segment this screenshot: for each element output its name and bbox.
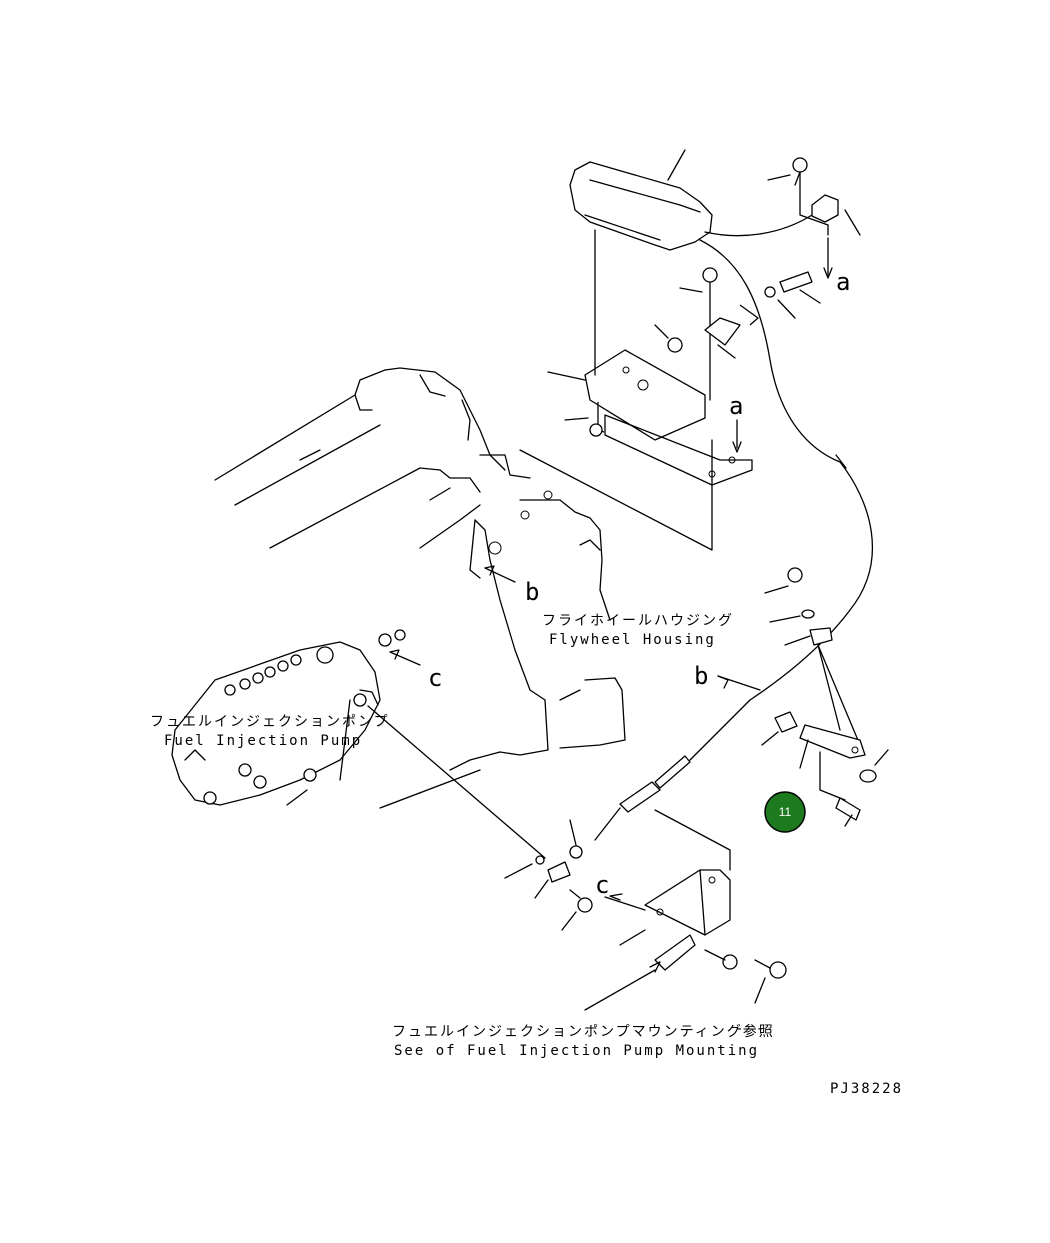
ref-letter-c-pump: c bbox=[428, 664, 442, 692]
drawing-code: PJ38228 bbox=[830, 1081, 903, 1097]
ref-letter-b-housing: b bbox=[525, 578, 539, 606]
hotspot-number: 11 bbox=[779, 805, 792, 819]
see-mounting-label-jp: フュエルインジェクションポンプマウンティング参照 bbox=[392, 1023, 775, 1040]
flywheel-housing-label-en: Flywheel Housing bbox=[549, 632, 716, 648]
engine-block-outline bbox=[214, 367, 626, 809]
fuel-injection-pump-drawing bbox=[171, 629, 406, 806]
ref-letter-a-top: a bbox=[836, 268, 850, 296]
flywheel-housing-label-jp: フライホイールハウジング bbox=[542, 613, 734, 629]
part-hotspot-11[interactable]: 11 bbox=[764, 791, 806, 833]
ref-letter-b-cable: b bbox=[694, 662, 708, 690]
ref-letter-a-bracket: a bbox=[729, 392, 743, 420]
see-mounting-label-en: See of Fuel Injection Pump Mounting bbox=[394, 1043, 759, 1059]
reference-arrows bbox=[286, 565, 516, 806]
throttle-cable-drawing bbox=[367, 699, 787, 1011]
fuel-pump-label-jp: フュエルインジェクションポンプ bbox=[150, 714, 390, 730]
dash-mark: - - bbox=[735, 1021, 766, 1037]
cable-clamp-parts bbox=[717, 567, 889, 827]
fuel-pump-label-en: Fuel Injection Pump bbox=[164, 733, 362, 749]
controller-unit-drawing bbox=[569, 149, 873, 701]
ref-letter-c-bracket: c bbox=[595, 871, 609, 899]
mounting-bracket-drawing bbox=[519, 229, 821, 551]
